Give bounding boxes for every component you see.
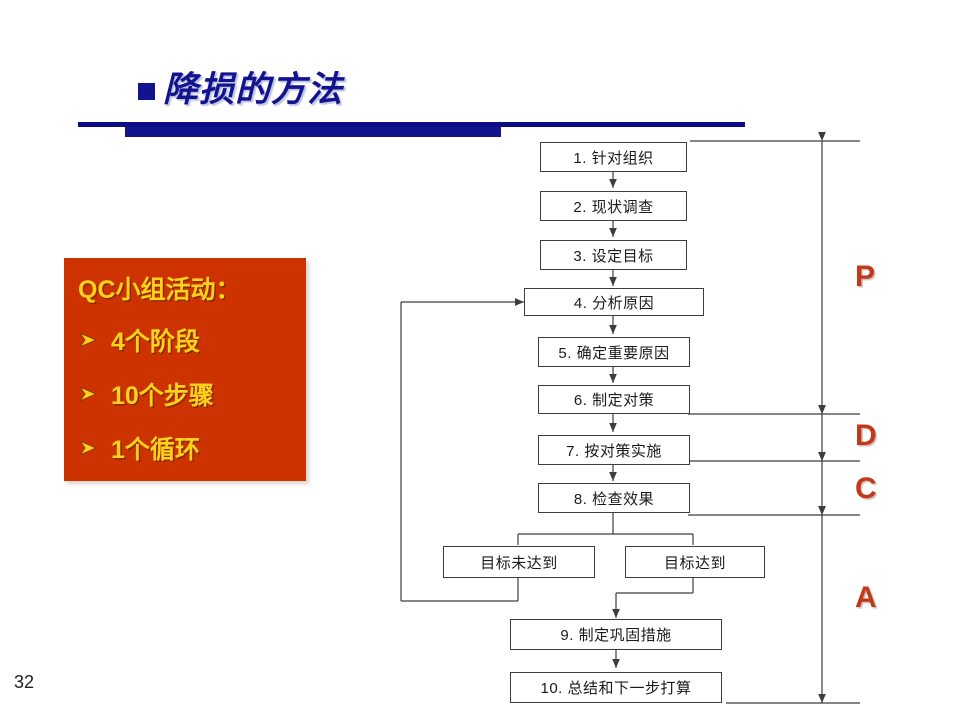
flow-step-3[interactable]: 3. 设定目标 [540,240,687,270]
flow-step-label: 1. 针对组织 [573,149,654,167]
flow-step-label: 7. 按对策实施 [566,442,662,460]
qc-callout-item-label: 1个循环 [111,436,200,464]
flow-branch-label: 目标未达到 [480,554,558,572]
flow-step-9[interactable]: 9. 制定巩固措施 [510,619,722,650]
qc-callout-item: 4个阶段 [78,322,200,358]
flow-step-8[interactable]: 8. 检查效果 [538,483,690,513]
flow-step-label: 3. 设定目标 [573,247,654,265]
flow-step-5[interactable]: 5. 确定重要原因 [538,337,690,367]
qc-callout-box: QC小组活动： 4个阶段 10个步骤 1个循环 [64,258,306,481]
flow-step-7[interactable]: 7. 按对策实施 [538,435,690,465]
qc-callout-heading: QC小组活动： [78,276,241,304]
pdca-phase-p: P [855,260,876,293]
pdca-phase-c: C [855,472,877,505]
qc-callout-item-label: 4个阶段 [111,328,200,356]
flow-step-1[interactable]: 1. 针对组织 [540,142,687,172]
page-number: 32 [14,672,35,692]
qc-callout-item: 1个循环 [78,430,200,466]
flow-step-label: 5. 确定重要原因 [558,344,670,362]
flow-branch-goal-not-met[interactable]: 目标未达到 [443,546,595,578]
square-bullet-icon [138,83,155,100]
title-rule-thick [125,127,501,137]
flow-step-10[interactable]: 10. 总结和下一步打算 [510,672,722,703]
flow-branch-goal-met[interactable]: 目标达到 [625,546,765,578]
qc-callout-item: 10个步骤 [78,376,214,412]
pdca-phase-a: A [855,581,877,614]
arrow-bullet-icon [78,331,98,349]
flow-step-label: 6. 制定对策 [573,392,655,409]
arrow-bullet-icon [78,439,98,457]
title-rule-thin [78,122,745,127]
arrow-bullet-icon [78,385,98,403]
page-title-text: 降损的方法 [163,70,344,109]
flow-step-label: 8. 检查效果 [573,490,655,508]
qc-callout-item-label: 10个步骤 [111,382,214,410]
flow-step-label: 10. 总结和下一步打算 [540,680,692,697]
flow-step-4[interactable]: 4. 分析原因 [524,288,704,316]
flow-step-label: 2. 现状调查 [573,198,654,216]
flow-step-label: 9. 制定巩固措施 [560,627,672,644]
flow-branch-label: 目标达到 [663,554,726,572]
flow-step-2[interactable]: 2. 现状调查 [540,191,687,221]
page-title: 降损的方法 [138,72,343,107]
flow-step-6[interactable]: 6. 制定对策 [538,385,690,414]
pdca-phase-d: D [855,419,877,452]
flow-step-label: 4. 分析原因 [573,294,655,312]
